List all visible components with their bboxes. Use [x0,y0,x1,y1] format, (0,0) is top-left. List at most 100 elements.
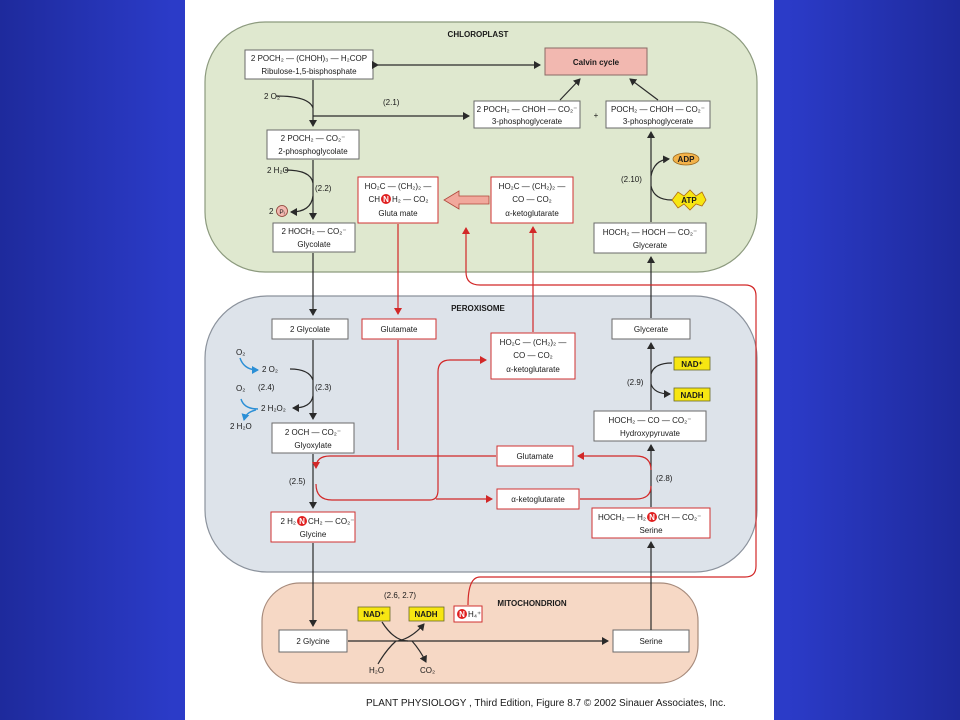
svg-text:CH₂ — CO₂⁻: CH₂ — CO₂⁻ [308,517,354,526]
svg-text:N: N [459,610,465,619]
co2-mito-label: CO₂ [420,666,435,675]
glyoxylate-box: 2 OCH — CO₂⁻ Glyoxylate [271,422,355,454]
svg-text:N: N [299,517,305,526]
svg-text:NADH: NADH [680,391,703,400]
step-2-5-label: (2.5) [289,477,306,486]
peroxisome-compartment [204,295,758,573]
red-arrows [312,190,757,606]
h2o-input-label: 2 H₂O [267,166,289,175]
svg-text:CH — CO₂⁻: CH — CO₂⁻ [658,513,701,522]
svg-text:H₂ — CO₂: H₂ — CO₂ [392,195,428,204]
glycolate-box-chloroplast: 2 HOCH₂ — CO₂⁻ Glycolate [272,222,356,253]
svg-text:CO — CO₂: CO — CO₂ [513,351,553,360]
figure-caption: PLANT PHYSIOLOGY , Third Edition, Figure… [366,698,726,709]
step-2-9-label: (2.9) [627,378,644,387]
svg-text:HO₂C — (CH₂)₂ —: HO₂C — (CH₂)₂ — [365,182,432,191]
pi-icon: Pᵢ [276,205,288,217]
gogat-block-arrow [443,190,490,210]
step-2-10-label: (2.10) [621,175,642,184]
svg-text:ADP: ADP [678,155,696,164]
step-2-4-label: (2.4) [258,383,275,392]
nad-badge-mitochondrion: NAD⁺ [357,606,391,622]
o2-label-c: O₂ [236,384,245,393]
glutamate-box-peroxisome-lower: Glutamate [496,445,574,467]
nitrogen-atom-icon [381,194,391,204]
svg-text:Glycerate: Glycerate [634,325,669,334]
ammonium-box: N H₄⁺ [453,605,483,623]
glycine-box-mitochondrion: 2 Glycine [278,629,348,653]
svg-text:Glycolate: Glycolate [297,240,331,249]
glycolate-box-peroxisome: 2 Glycolate [271,318,349,340]
svg-text:Calvin cycle: Calvin cycle [573,58,620,67]
svg-text:2 HOCH₂ — CO₂⁻: 2 HOCH₂ — CO₂⁻ [281,227,346,236]
akg-box-peroxisome-lower: α-ketoglutarate [496,488,580,510]
o2-label-b: 2 O₂ [262,365,278,374]
svg-text:CO — CO₂: CO — CO₂ [512,195,552,204]
o2-input-label: 2 O₂ [264,92,280,101]
glycine-box-peroxisome: 2 H₂ N CH₂ — CO₂⁻ Glycine [270,511,356,543]
glycerate-box-chloroplast: HOCH₂ — HOCH — CO₂⁻ Glycerate [593,222,707,254]
svg-text:N: N [383,195,389,204]
nad-badge-peroxisome: NAD⁺ [673,356,711,371]
svg-text:H₄⁺: H₄⁺ [468,610,481,619]
svg-text:2 Glycine: 2 Glycine [296,637,330,646]
step-2-1-label: (2.1) [383,98,400,107]
peroxisome-label: PEROXISOME [451,304,505,313]
mitochondrion-label: MITOCHONDRION [497,599,566,608]
nadh-badge-peroxisome: NADH [673,387,711,402]
nadh-badge-mitochondrion: NADH [408,606,445,622]
svg-text:Serine: Serine [639,637,663,646]
glutamate-box-chloroplast: HO₂C — (CH₂)₂ — CH N H₂ — CO₂ Gluta mate [357,176,439,224]
svg-text:HO₂C — (CH₂)₂ —: HO₂C — (CH₂)₂ — [500,338,567,347]
svg-text:2 OCH — CO₂⁻: 2 OCH — CO₂⁻ [285,428,341,437]
svg-text:Ribulose-1,5-bisphosphate: Ribulose-1,5-bisphosphate [261,67,357,76]
svg-text:Hydroxypyruvate: Hydroxypyruvate [620,429,681,438]
3pga-box-left: 2 POCH₂ — CHOH — CO₂⁻ 3-phosphoglycerate [473,100,581,129]
plus-sign: + [594,111,599,120]
h2o-label: 2 H₂O [230,422,252,431]
adp-badge: ADP [672,152,700,166]
svg-text:Glutamate: Glutamate [517,452,554,461]
step-2-3-label: (2.3) [315,383,332,392]
svg-text:HOCH₂ — CO — CO₂⁻: HOCH₂ — CO — CO₂⁻ [609,416,692,425]
chloroplast-label: CHLOROPLAST [448,30,509,39]
glutamate-box-peroxisome: Glutamate [361,318,437,340]
svg-text:2 POCH₂ — CO₂⁻: 2 POCH₂ — CO₂⁻ [281,134,346,143]
step-2-2-label: (2.2) [315,184,332,193]
svg-text:HO₂C — (CH₂)₂ —: HO₂C — (CH₂)₂ — [499,182,566,191]
chloroplast-compartment [204,21,758,273]
svg-text:Glutamate: Glutamate [381,325,418,334]
svg-text:Serine: Serine [639,526,663,535]
step-2-6-2-7-label: (2.6, 2.7) [384,591,416,600]
svg-text:NAD⁺: NAD⁺ [681,360,703,369]
step-2-8-label: (2.8) [656,474,673,483]
svg-text:ATP: ATP [681,196,697,205]
svg-text:CH: CH [368,195,380,204]
calvin-cycle-box: Calvin cycle [544,47,648,76]
akg-box-peroxisome: HO₂C — (CH₂)₂ — CO — CO₂ α-ketoglutarate [490,332,576,380]
hydroxypyruvate-box: HOCH₂ — CO — CO₂⁻ Hydroxypyruvate [593,410,707,442]
svg-text:Glycine: Glycine [300,530,327,539]
nitrogen-atom-icon [457,609,467,619]
phosphoglycolate-box: 2 POCH₂ — CO₂⁻ 2-phosphoglycolate [266,129,360,160]
serine-box-peroxisome: HOCH₂ — H₂ N CH — CO₂⁻ Serine [591,507,711,539]
svg-text:NAD⁺: NAD⁺ [363,610,385,619]
svg-text:α-ketoglutarate: α-ketoglutarate [511,495,565,504]
nitrogen-atom-icon [647,512,657,522]
svg-text:Gluta mate: Gluta mate [378,209,418,218]
svg-text:2 Glycolate: 2 Glycolate [290,325,331,334]
svg-text:Glycerate: Glycerate [633,241,668,250]
svg-text:POCH₂ — CHOH — CO₂⁻: POCH₂ — CHOH — CO₂⁻ [611,105,705,114]
svg-text:3-phosphoglycerate: 3-phosphoglycerate [492,117,563,126]
atp-badge: ATP [671,189,707,211]
akg-box-chloroplast: HO₂C — (CH₂)₂ — CO — CO₂ α-ketoglutarate [490,176,574,224]
svg-text:2-phosphoglycolate: 2-phosphoglycolate [278,147,348,156]
h2o2-label: 2 H₂O₂ [261,404,286,413]
pi-coefficient: 2 [269,207,274,216]
svg-text:α-ketoglutarate: α-ketoglutarate [506,365,560,374]
svg-text:NADH: NADH [414,610,437,619]
svg-text:Glyoxylate: Glyoxylate [294,441,332,450]
svg-text:2 H₂: 2 H₂ [280,517,296,526]
svg-text:α-ketoglutarate: α-ketoglutarate [505,209,559,218]
